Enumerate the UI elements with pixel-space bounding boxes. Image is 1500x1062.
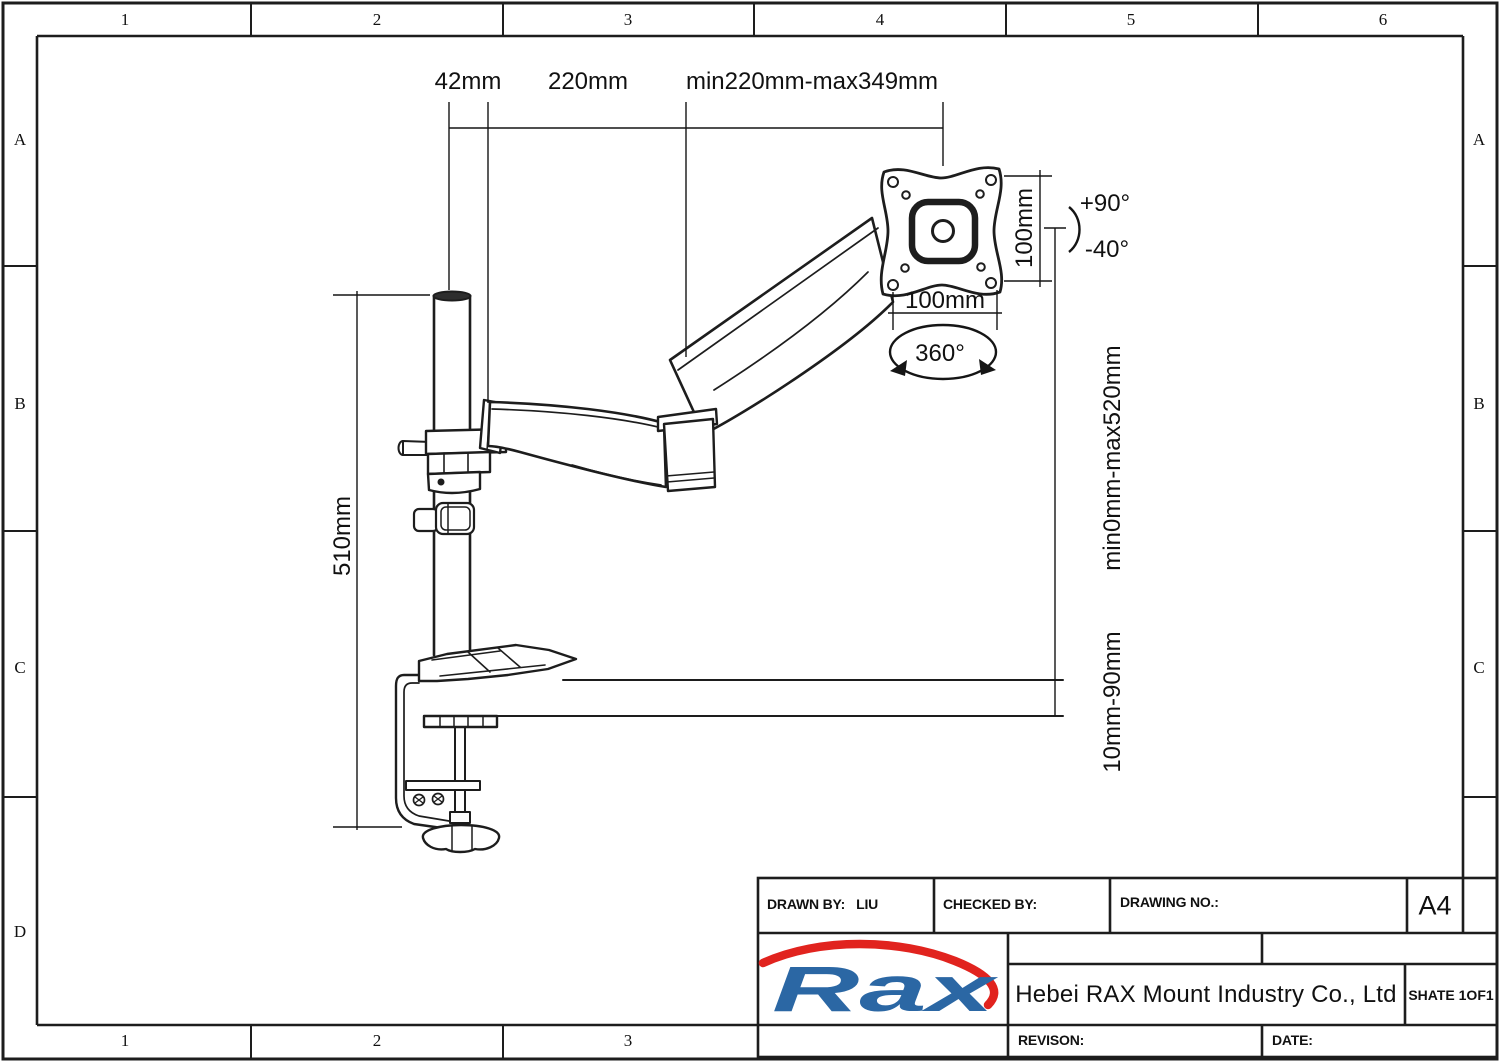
collar-screw [437, 478, 445, 486]
label-desk-thickness: 10mm-90mm [1099, 631, 1126, 772]
grid-top-6: 6 [1378, 10, 1388, 29]
upper-arm [668, 216, 895, 436]
dim-height-range-line [1044, 227, 1066, 716]
rotation-arrow-left-icon [890, 360, 907, 376]
right-margin-dividers [1463, 265, 1497, 798]
inner-border [35, 34, 1465, 1027]
dimension-lines [333, 102, 1081, 830]
left-margin-dividers [3, 265, 37, 798]
tilt-arc [1068, 206, 1081, 253]
clamp-screw-left [412, 793, 426, 807]
label-tilt-up: +90° [1080, 190, 1130, 217]
grid-right-b: B [1473, 394, 1485, 413]
clamp-top-plate [417, 643, 578, 683]
label-tilt-down: -40° [1085, 236, 1129, 263]
clamp-crossbar [405, 780, 481, 791]
dim-vesa-horizontal-lines [888, 290, 1002, 330]
label-pole-height: 510mm [329, 496, 356, 576]
vesa-screw-holes [887, 174, 997, 291]
drawing-no-label: DRAWING NO.: [1120, 894, 1219, 910]
rotation-ellipse [888, 323, 998, 381]
top-margin-dividers [250, 3, 1259, 36]
grid-top-1: 1 [120, 10, 130, 29]
drawn-by-cell: DRAWN BY: LIU [767, 896, 878, 912]
clamp-screw-rod [454, 726, 466, 815]
sheet-note: SHATE 1OF1 [1408, 987, 1494, 1003]
rax-logo: Rax [758, 939, 999, 1025]
label-swivel: 360° [915, 340, 965, 367]
grid-left-c: C [14, 658, 26, 677]
clamp-bracket-inner [403, 682, 450, 822]
grid-right-a: A [1472, 130, 1486, 149]
drawn-by-label: DRAWN BY: [767, 896, 846, 912]
vesa-center-ring [908, 198, 979, 265]
clamp-bracket-outer [394, 673, 451, 831]
grid-bottom-1: 1 [120, 1031, 130, 1050]
dim-510-lines [333, 291, 430, 830]
company-name: Hebei RAX Mount Industry Co., Ltd [1015, 981, 1397, 1008]
grid-left-b: B [14, 394, 26, 413]
desk-lines [423, 679, 1064, 717]
rotation-arrow-right-icon [979, 359, 996, 375]
clamp-screw-right [431, 792, 445, 806]
elbow-joint [656, 407, 719, 493]
pole-cable-clip [412, 501, 476, 536]
clamp-pad [422, 714, 499, 729]
lower-arm [478, 398, 668, 489]
label-vesa-horizontal: 100mm [905, 287, 985, 314]
clamp-knob [421, 823, 501, 854]
grid-top-2: 2 [372, 10, 382, 29]
paper-size: A4 [1418, 890, 1452, 921]
grid-top-3: 3 [623, 10, 633, 29]
dim-vesa-vertical-lines [1004, 170, 1052, 287]
drawn-by-value: LIU [856, 896, 879, 912]
pole-collar [397, 427, 508, 495]
label-pole-diameter: 42mm [435, 68, 502, 95]
bottom-margin-dividers [250, 1025, 504, 1059]
grid-left-a: A [13, 130, 27, 149]
vesa-plate-outline [879, 166, 1004, 298]
label-arm-range: min220mm-max349mm [686, 68, 938, 95]
logo-swoosh-icon [758, 939, 999, 1010]
dim-top-extensions [448, 102, 944, 403]
desk-clamp [394, 673, 501, 854]
date-label: DATE: [1272, 1032, 1313, 1048]
label-vesa-vertical: 100mm [1011, 188, 1038, 268]
dimension-labels: 42mm 220mm min220mm-max349mm 100mm +90° … [329, 68, 1130, 773]
label-arm-fixed: 220mm [548, 68, 628, 95]
pole-cap [432, 290, 472, 302]
grid-bottom-2: 2 [372, 1031, 382, 1050]
grid-top-4: 4 [875, 10, 885, 29]
label-height-range: min0mm-max520mm [1099, 345, 1126, 570]
checked-by-label: CHECKED BY: [943, 896, 1037, 912]
revision-label: REVISON: [1018, 1032, 1085, 1048]
title-block-lines [756, 876, 1499, 1059]
vesa-plate [879, 166, 1004, 298]
grid-right-c: C [1473, 658, 1485, 677]
vesa-center-hole [931, 219, 955, 243]
grid-left-d: D [13, 922, 27, 941]
grid-bottom-3: 3 [623, 1031, 633, 1050]
grid-top-5: 5 [1126, 10, 1136, 29]
logo-text: Rax [772, 953, 999, 1025]
